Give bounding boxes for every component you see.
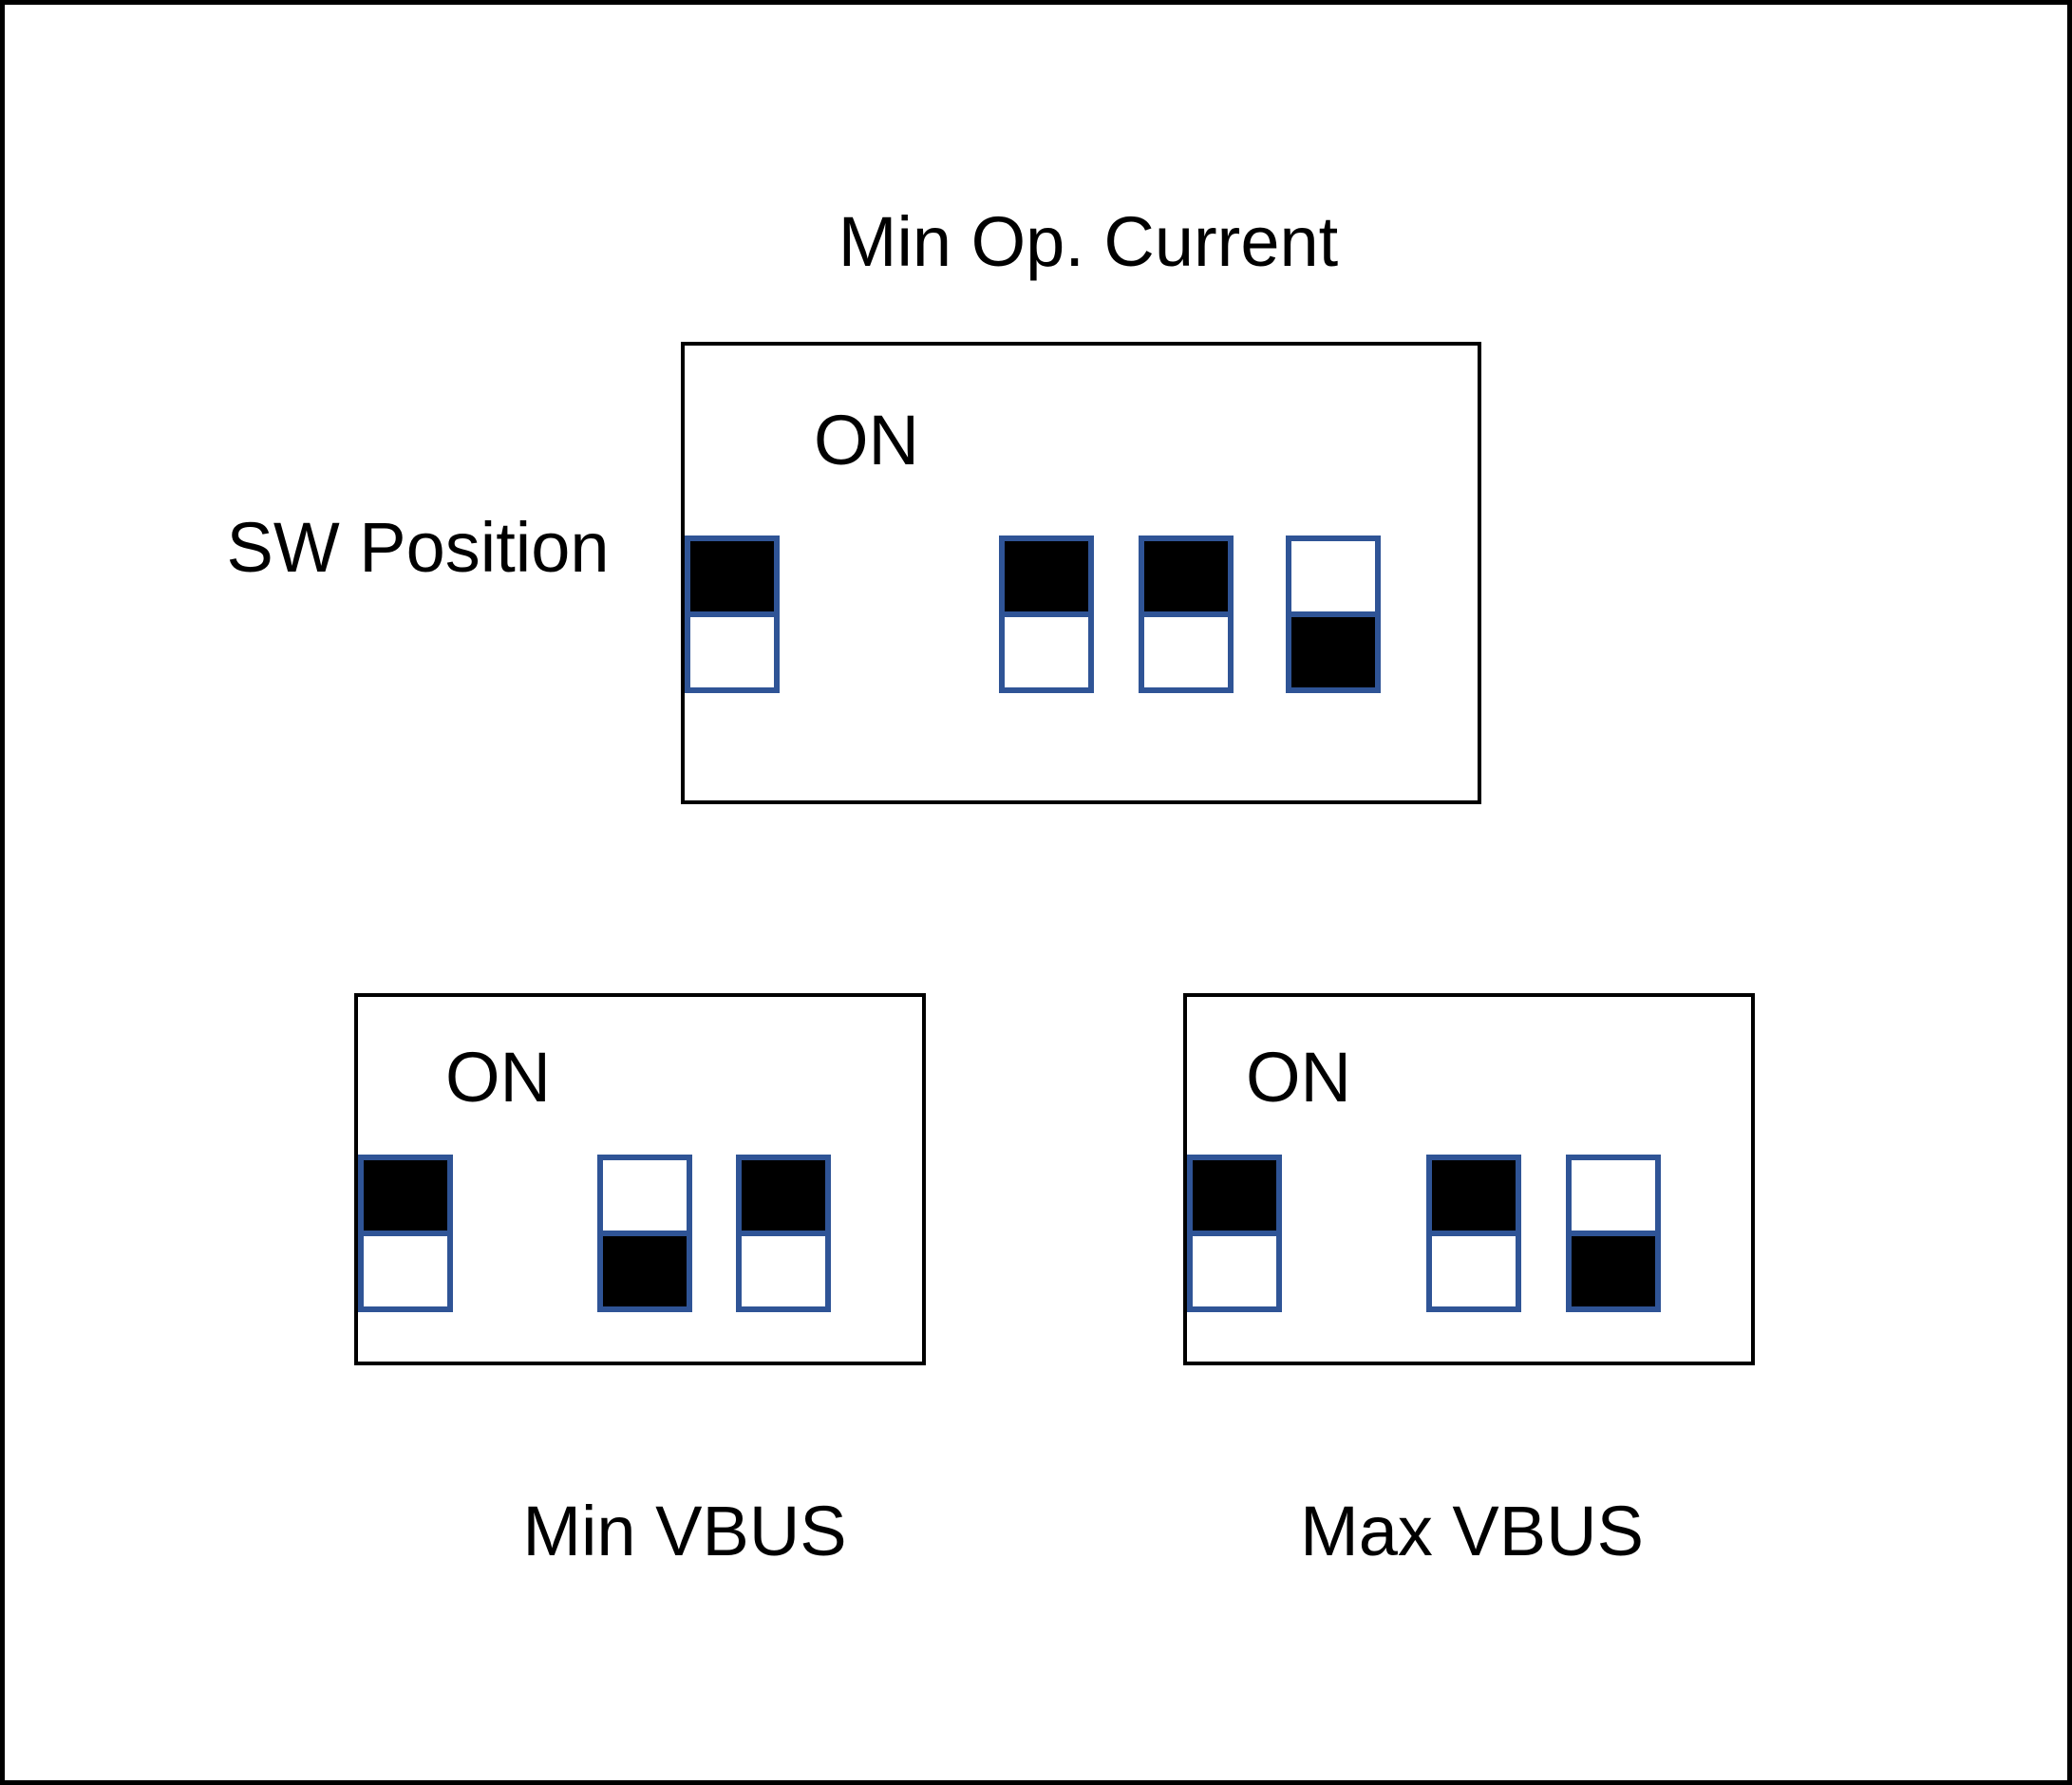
dip-switch bbox=[1426, 1155, 1521, 1312]
dip-switch-off-cell bbox=[1566, 1231, 1661, 1312]
dip-switch-off-cell bbox=[1426, 1231, 1521, 1312]
dip-switch-on-cell bbox=[736, 1155, 831, 1236]
dip-switch-on-cell bbox=[1426, 1155, 1521, 1236]
dip-switch-off-cell bbox=[685, 611, 780, 693]
on-label: ON bbox=[445, 1038, 551, 1117]
max-vbus-box: ON bbox=[1183, 993, 1755, 1365]
min-op-current-title: Min Op. Current bbox=[838, 202, 1339, 281]
dip-switch bbox=[736, 1155, 831, 1312]
dip-switch-off-cell bbox=[597, 1231, 692, 1312]
on-label: ON bbox=[814, 401, 919, 479]
min-vbus-caption: Min VBUS bbox=[522, 1492, 847, 1570]
max-vbus-caption: Max VBUS bbox=[1300, 1492, 1644, 1570]
dip-switch-off-cell bbox=[1139, 611, 1234, 693]
dip-switch-on-cell bbox=[1566, 1155, 1661, 1236]
on-label: ON bbox=[1246, 1038, 1351, 1117]
dip-switch-on-cell bbox=[1286, 536, 1381, 617]
dip-switch-on-cell bbox=[999, 536, 1094, 617]
dip-switch bbox=[999, 536, 1094, 693]
dip-switch bbox=[358, 1155, 453, 1312]
dip-switch-off-cell bbox=[358, 1231, 453, 1312]
dip-switch-off-cell bbox=[736, 1231, 831, 1312]
sw-position-label: SW Position bbox=[226, 508, 610, 587]
dip-switch bbox=[597, 1155, 692, 1312]
dip-switch bbox=[1139, 536, 1234, 693]
dip-switch bbox=[1187, 1155, 1282, 1312]
dip-switch-on-cell bbox=[1187, 1155, 1282, 1236]
dip-switch-on-cell bbox=[1139, 536, 1234, 617]
dip-switch-on-cell bbox=[358, 1155, 453, 1236]
dip-switch bbox=[685, 536, 780, 693]
min-op-current-box: ON bbox=[681, 342, 1481, 804]
dip-switch-off-cell bbox=[1286, 611, 1381, 693]
dip-switch-on-cell bbox=[685, 536, 780, 617]
dip-switch bbox=[1286, 536, 1381, 693]
min-vbus-box: ON bbox=[354, 993, 926, 1365]
dip-switch-off-cell bbox=[1187, 1231, 1282, 1312]
dip-switch-on-cell bbox=[597, 1155, 692, 1236]
dip-switch-off-cell bbox=[999, 611, 1094, 693]
dip-switch bbox=[1566, 1155, 1661, 1312]
